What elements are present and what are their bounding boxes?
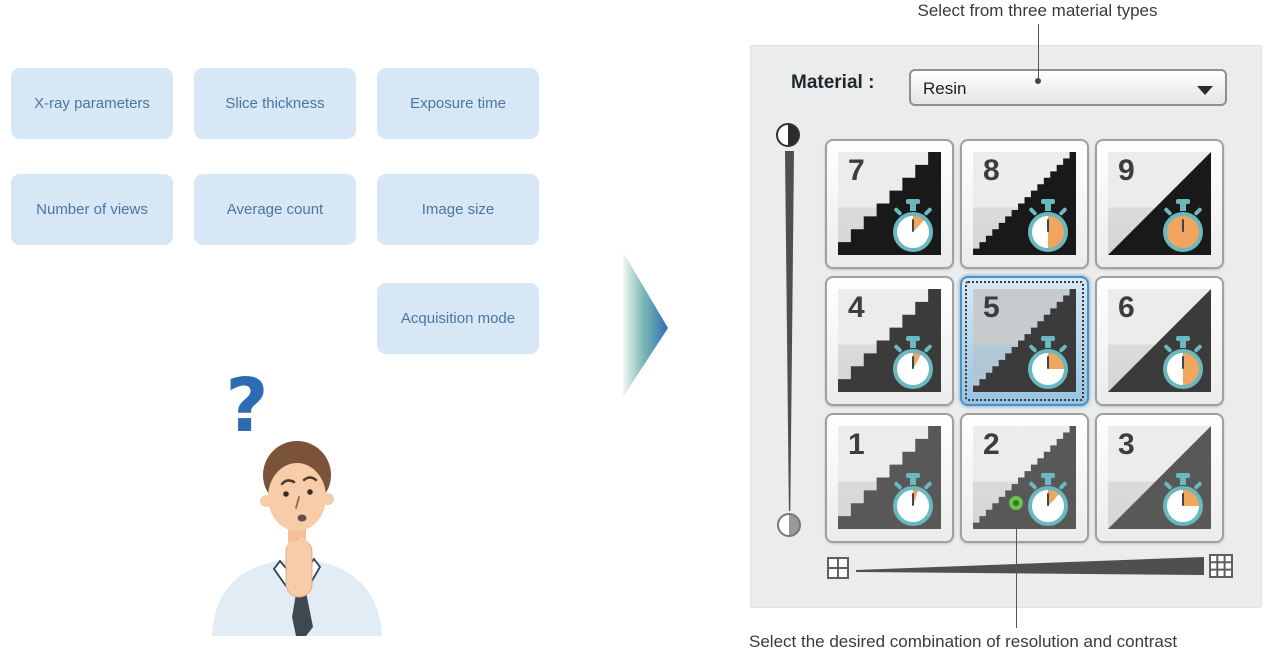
acquisition-settings-panel: Material : Resin 7 8 [750, 45, 1262, 608]
mode-tile: 2 [973, 426, 1076, 529]
mode-number: 3 [1118, 428, 1135, 461]
annotation-material: Select from three material types [917, 1, 1158, 20]
stopwatch-icon [890, 336, 936, 389]
param-box-average-count: Average count [194, 174, 356, 245]
contrast-scale-bar [785, 151, 794, 511]
param-box-label: Slice thickness [225, 95, 325, 112]
mode-tile: 6 [1108, 289, 1211, 392]
mode-cell-6[interactable]: 6 [1095, 276, 1224, 406]
mode-cell-5[interactable]: 5 [960, 276, 1089, 406]
mode-cell-3[interactable]: 3 [1095, 413, 1224, 543]
stopwatch-icon [890, 473, 936, 526]
annotation-dot [1035, 78, 1041, 84]
mode-cell-7[interactable]: 7 [825, 139, 954, 269]
eye-right [307, 489, 313, 495]
mode-tile: 4 [838, 289, 941, 392]
annotation-line-bottom [1016, 511, 1017, 628]
mode-number: 2 [983, 428, 1000, 461]
mode-number: 4 [848, 291, 865, 324]
stopwatch-icon [1160, 199, 1206, 252]
eye-left [283, 491, 289, 497]
param-box-label: Number of views [36, 201, 148, 218]
stopwatch-icon [1025, 199, 1071, 252]
chevron-down-icon[interactable] [1197, 86, 1213, 95]
mode-tile: 8 [973, 152, 1076, 255]
mode-number: 6 [1118, 291, 1135, 324]
param-box-slice-thickness: Slice thickness [194, 68, 356, 139]
mode-cell-8[interactable]: 8 [960, 139, 1089, 269]
material-dropdown[interactable]: Resin [909, 69, 1227, 106]
stopwatch-icon [890, 199, 936, 252]
grid-2x2-icon [827, 557, 849, 579]
mode-cell-4[interactable]: 4 [825, 276, 954, 406]
eyebrow-left [280, 479, 296, 486]
mode-tile: 9 [1108, 152, 1211, 255]
param-box-label: Average count [226, 201, 324, 218]
face [268, 463, 326, 531]
annotation-line-top [1038, 24, 1039, 78]
hair-fringe [270, 451, 325, 477]
tie [292, 587, 313, 636]
eyebrow-right [302, 476, 318, 482]
param-box-label: Image size [421, 201, 495, 218]
param-box-exposure-time: Exposure time [377, 68, 539, 139]
resolution-scale-bar [856, 557, 1204, 575]
param-box-label: X-ray parameters [34, 95, 150, 112]
mode-number: 9 [1118, 154, 1135, 187]
mode-cell-1[interactable]: 1 [825, 413, 954, 543]
param-box-image-size: Image size [377, 174, 539, 245]
mode-tile: 5 [973, 289, 1076, 392]
green-marker-dot [1009, 496, 1023, 510]
mode-tile: 1 [838, 426, 941, 529]
material-label: Material : [791, 72, 875, 93]
flow-arrow [623, 252, 668, 397]
mode-number: 8 [983, 154, 1000, 187]
stopwatch-icon [1160, 336, 1206, 389]
knuckle [287, 540, 299, 552]
contrast-low-icon [777, 513, 801, 537]
mode-cell-2[interactable]: 2 [960, 413, 1089, 543]
material-selected-value: Resin [923, 79, 967, 98]
stopwatch-icon [1025, 336, 1071, 389]
mode-tile: 7 [838, 152, 941, 255]
stopwatch-icon [1160, 473, 1206, 526]
contrast-high-icon [776, 123, 800, 147]
param-box-label: Exposure time [410, 95, 506, 112]
param-box-xray-parameters: X-ray parameters [11, 68, 173, 139]
param-box-label: Acquisition mode [400, 310, 516, 327]
param-box-acquisition-mode: Acquisition mode [377, 283, 539, 354]
annotation-combination: Select the desired combination of resolu… [749, 632, 1178, 651]
mode-grid: 7 8 9 4 [825, 139, 1224, 543]
mode-number: 5 [983, 291, 1000, 324]
question-mark-icon: ? [226, 363, 269, 449]
mouth [297, 514, 307, 522]
knuckle [296, 537, 308, 549]
mode-cell-9[interactable]: 9 [1095, 139, 1224, 269]
grid-3x3-icon [1209, 554, 1233, 578]
mode-number: 7 [848, 154, 865, 187]
thinking-person-illustration: ? [212, 363, 382, 636]
param-box-number-of-views: Number of views [11, 174, 173, 245]
mode-tile: 3 [1108, 426, 1211, 529]
nose [295, 496, 300, 509]
mode-number: 1 [848, 428, 865, 461]
stopwatch-icon [1025, 473, 1071, 526]
